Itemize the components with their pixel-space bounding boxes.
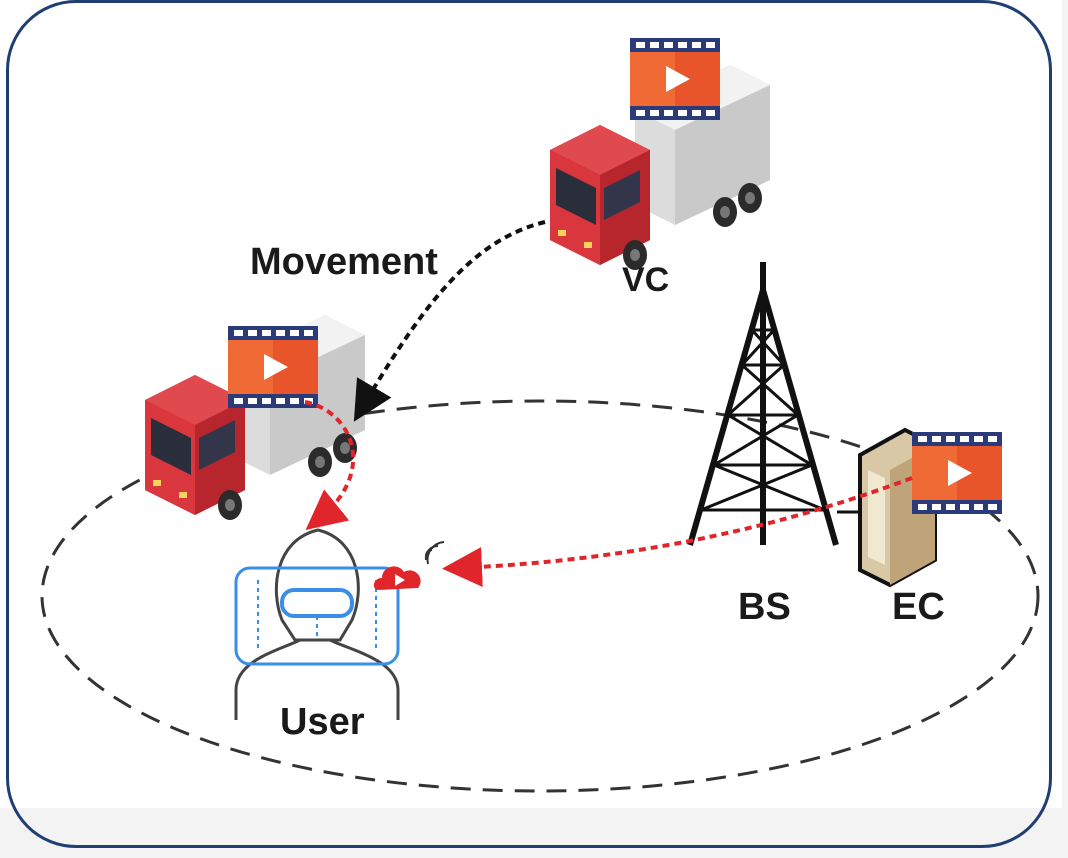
vc-label: VC [622,261,669,299]
tower-icon [687,262,839,546]
bs-label: BS [738,586,791,628]
delivery-arrow-vc [304,400,356,531]
movement-label: Movement [250,241,438,283]
coverage-area-ellipse [40,399,1040,793]
video-icon [912,432,1002,514]
signal-icon [424,541,445,565]
movement-arrow [353,220,546,422]
delivery-arrow-ec [442,476,913,587]
ec-label: EC [892,586,945,628]
background-strip [0,808,1068,858]
video-icon [630,38,720,120]
background-strip-right [1062,0,1068,858]
video-icon [228,326,318,408]
diagram-frame [6,0,1052,848]
cloud-video-icon [373,566,421,590]
vr-user-icon [234,528,400,720]
user-label: User [280,701,365,743]
